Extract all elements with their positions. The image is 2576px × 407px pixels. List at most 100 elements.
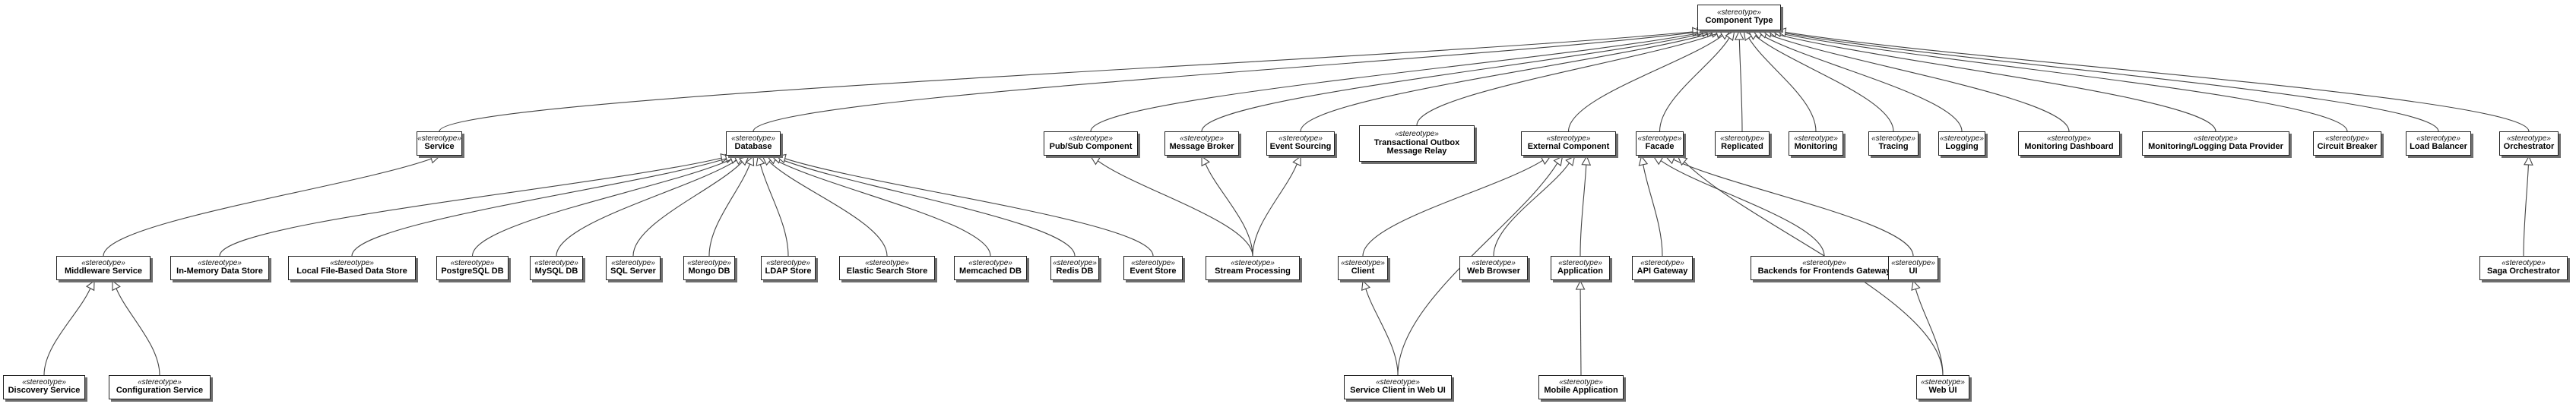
node-name: Event Store bbox=[1130, 267, 1177, 276]
edge-application-to-external-component bbox=[1580, 164, 1587, 257]
node-name: SQL Server bbox=[610, 267, 656, 276]
arrowhead-saga-orchestrator-to-orchestrator bbox=[2524, 155, 2533, 166]
node-name: Backends for Frontends Gateway bbox=[1757, 267, 1891, 276]
stereotype-label: «stereotype» bbox=[81, 258, 125, 267]
node-replicated: «stereotype»Replicated bbox=[1715, 131, 1770, 156]
arrowhead-service-client-web-ui-to-external-component bbox=[1553, 156, 1564, 167]
stereotype-label: «stereotype» bbox=[1472, 258, 1516, 267]
arrowhead-middleware-service-to-service bbox=[429, 154, 441, 164]
arrowhead-monitoring-to-component-type bbox=[1743, 30, 1754, 42]
arrowhead-orchestrator-to-component-type bbox=[1776, 27, 1787, 37]
stereotype-label: «stereotype» bbox=[2047, 134, 2091, 143]
node-circuit-breaker: «stereotype»Circuit Breaker bbox=[2313, 131, 2381, 156]
arrowhead-ui-to-facade bbox=[1665, 155, 1676, 165]
node-name: Transactional Outbox Message Relay bbox=[1374, 137, 1460, 156]
node-database: «stereotype»Database bbox=[726, 131, 781, 156]
arrowhead-event-store-to-database bbox=[775, 153, 787, 164]
edge-monitoring-dashboard-to-component-type bbox=[1766, 33, 2070, 132]
edge-layer bbox=[43, 27, 2533, 376]
stereotype-label: «stereotype» bbox=[2507, 134, 2551, 143]
node-name: Service Client in Web UI bbox=[1350, 386, 1446, 396]
edge-local-file-based-data-store-to-database bbox=[351, 158, 727, 257]
node-name: Message Broker bbox=[1169, 142, 1234, 152]
stereotype-label: «stereotype» bbox=[1131, 258, 1175, 267]
node-name: Application bbox=[1557, 267, 1603, 276]
node-mongo-db: «stereotype»Mongo DB bbox=[683, 256, 735, 280]
stereotype-label: «stereotype» bbox=[1395, 130, 1439, 139]
node-api-gateway: «stereotype»API Gateway bbox=[1632, 256, 1693, 280]
edge-facade-to-component-type bbox=[1659, 37, 1730, 132]
stereotype-label: «stereotype» bbox=[1940, 134, 1984, 143]
stereotype-label: «stereotype» bbox=[1546, 134, 1591, 143]
node-name: Database bbox=[734, 142, 772, 152]
stereotype-label: «stereotype» bbox=[1802, 258, 1846, 267]
node-postgresql-db: «stereotype»PostgreSQL DB bbox=[436, 256, 509, 280]
arrowhead-ldap-store-to-database bbox=[756, 155, 765, 166]
stereotype-label: «stereotype» bbox=[1376, 377, 1420, 386]
stereotype-label: «stereotype» bbox=[1891, 258, 1935, 267]
edge-event-sourcing-to-component-type bbox=[1300, 33, 1713, 132]
node-name: API Gateway bbox=[1637, 267, 1688, 276]
node-client: «stereotype»Client bbox=[1338, 256, 1388, 280]
node-redis-db: «stereotype»Redis DB bbox=[1050, 256, 1099, 280]
node-name: External Component bbox=[1527, 142, 1610, 152]
node-orchestrator: «stereotype»Orchestrator bbox=[2499, 131, 2559, 156]
edge-ui-to-facade bbox=[1673, 159, 1914, 257]
node-name: In-Memory Data Store bbox=[176, 267, 263, 276]
node-in-memory-data-store: «stereotype»In-Memory Data Store bbox=[170, 256, 269, 280]
edge-api-gateway-to-facade bbox=[1643, 164, 1663, 257]
node-name: Facade bbox=[1645, 142, 1675, 152]
node-name: Event Sourcing bbox=[1269, 142, 1332, 152]
node-service-client-web-ui: «stereotype»Service Client in Web UI bbox=[1344, 375, 1452, 399]
stereotype-label: «stereotype» bbox=[1341, 258, 1385, 267]
node-name: Tracing bbox=[1878, 142, 1909, 152]
stereotype-label: «stereotype» bbox=[1871, 134, 1915, 143]
node-event-store: «stereotype»Event Store bbox=[1123, 256, 1183, 280]
edge-stream-processing-to-pubsub-component bbox=[1098, 160, 1253, 257]
arrowhead-service-client-web-ui-to-client bbox=[1361, 279, 1371, 292]
stereotype-label: «stereotype» bbox=[1717, 8, 1761, 17]
node-name: Stream Processing bbox=[1215, 267, 1291, 276]
node-memcached-db: «stereotype»Memcached DB bbox=[954, 256, 1027, 280]
edge-ldap-store-to-database bbox=[759, 164, 789, 257]
edge-stream-processing-to-message-broker bbox=[1205, 163, 1253, 257]
stereotype-label: «stereotype» bbox=[2416, 134, 2460, 143]
edge-stream-processing-to-event-sourcing bbox=[1252, 163, 1298, 257]
node-name: Configuration Service bbox=[116, 386, 204, 396]
stereotype-label: «stereotype» bbox=[1720, 134, 1764, 143]
node-name: Logging bbox=[1945, 142, 1979, 152]
node-saga-orchestrator: «stereotype»Saga Orchestrator bbox=[2479, 256, 2568, 280]
node-name: Mobile Application bbox=[1544, 386, 1618, 396]
arrowhead-mongo-db-to-database bbox=[745, 155, 755, 167]
edge-web-browser-to-external-component bbox=[1493, 162, 1570, 257]
stereotype-label: «stereotype» bbox=[968, 258, 1012, 267]
arrowhead-api-gateway-to-facade bbox=[1638, 155, 1649, 166]
edge-orchestrator-to-component-type bbox=[1785, 31, 2530, 132]
node-local-file-based-data-store: «stereotype»Local File-Based Data Store bbox=[288, 256, 416, 280]
arrowhead-web-ui-to-facade bbox=[1677, 156, 1688, 166]
node-name: Memcached DB bbox=[959, 267, 1022, 276]
edge-load-balancer-to-component-type bbox=[1780, 32, 2439, 132]
stereotype-label: «stereotype» bbox=[138, 377, 182, 386]
node-application: «stereotype»Application bbox=[1551, 256, 1610, 280]
node-monitoring-logging-provider: «stereotype»Monitoring/Logging Data Prov… bbox=[2142, 131, 2289, 156]
node-name: Pub/Sub Component bbox=[1049, 142, 1133, 152]
arrowhead-client-to-external-component bbox=[1540, 156, 1551, 166]
edge-transactional-outbox-to-component-type bbox=[1416, 33, 1717, 126]
node-name: MySQL DB bbox=[534, 267, 578, 276]
node-monitoring: «stereotype»Monitoring bbox=[1789, 131, 1843, 156]
node-name: Service bbox=[424, 142, 455, 152]
node-ldap-store: «stereotype»LDAP Store bbox=[761, 256, 816, 280]
node-name: Redis DB bbox=[1056, 267, 1094, 276]
node-name: Load Balancer bbox=[2410, 142, 2467, 152]
stereotype-label: «stereotype» bbox=[1559, 377, 1603, 386]
node-name: Middleware Service bbox=[64, 267, 143, 276]
stereotype-label: «stereotype» bbox=[731, 134, 775, 143]
node-web-ui: «stereotype»Web UI bbox=[1916, 375, 1969, 399]
arrowhead-bff-gateway-to-facade bbox=[1652, 156, 1664, 166]
node-mysql-db: «stereotype»MySQL DB bbox=[530, 256, 583, 280]
edge-logging-to-component-type bbox=[1760, 34, 1963, 132]
edge-saga-orchestrator-to-orchestrator bbox=[2523, 164, 2529, 257]
arrowhead-stream-processing-to-pubsub-component bbox=[1089, 156, 1101, 166]
